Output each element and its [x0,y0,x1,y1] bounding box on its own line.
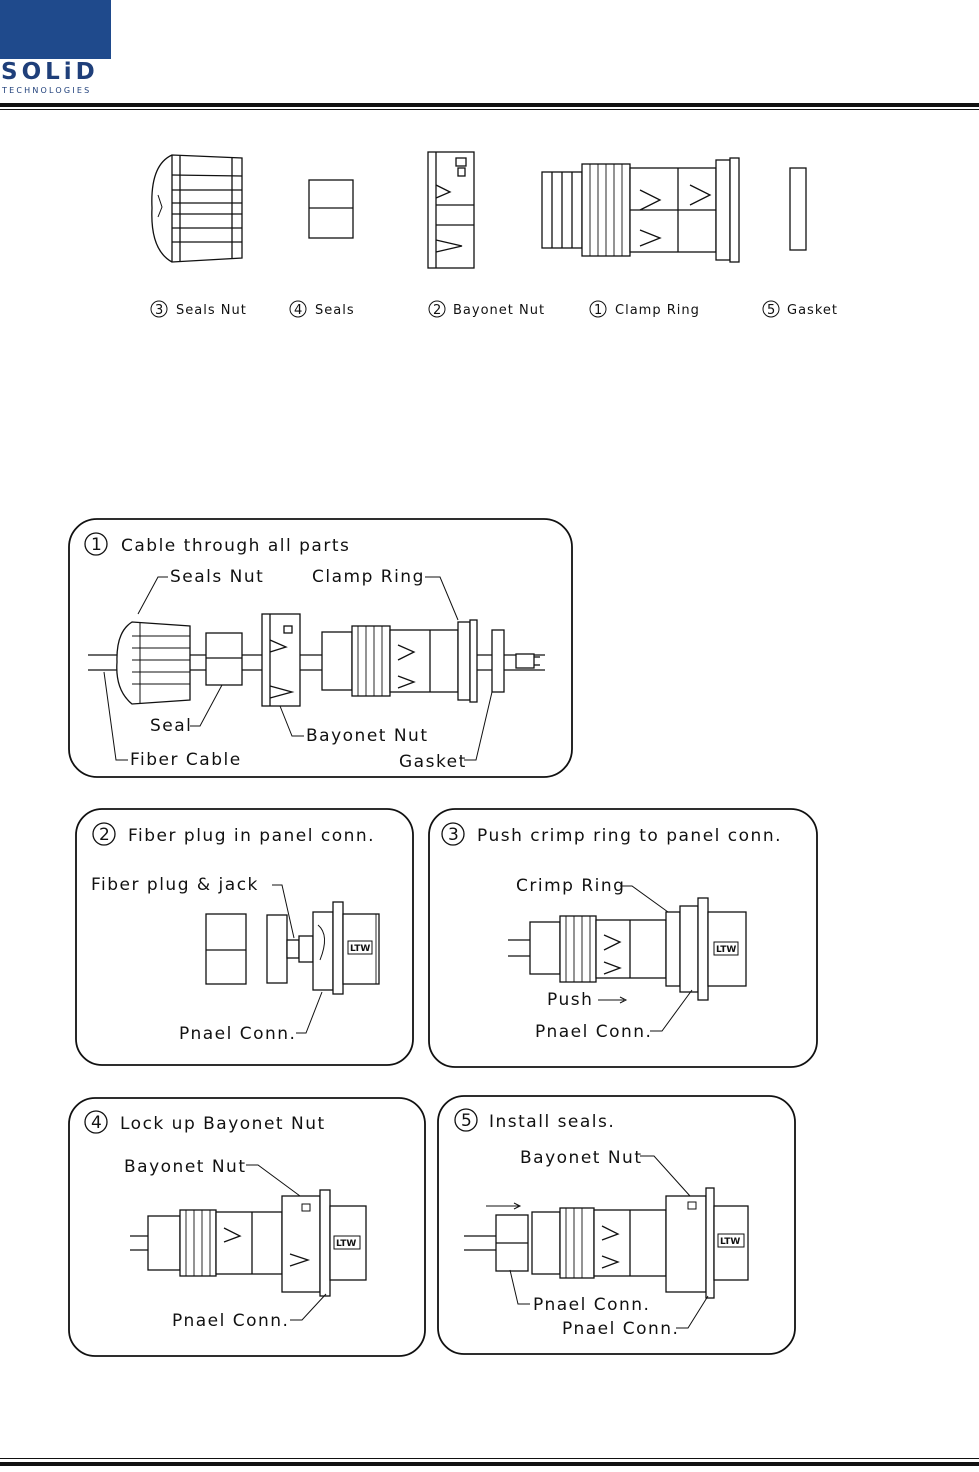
part-num: 2 [433,303,442,318]
step-title: Push crimp ring to panel conn. [477,826,782,846]
logo-subtext: TECHNOLOGIES [2,86,92,95]
part-gasket [789,167,807,251]
step-5-panel [437,1095,796,1355]
part-num: 5 [767,303,776,318]
footer-rule-thick [0,1462,979,1466]
parts-row [151,151,807,269]
callout-seals-nut: Seals Nut [170,567,264,587]
callout-bayonet-nut: Bayonet Nut [520,1148,643,1168]
connector-mark: LTW [336,1239,356,1249]
callout-panel-conn: Pnael Conn. [562,1319,679,1339]
callout-panel-conn: Pnael Conn. [179,1024,296,1044]
part-num: 1 [594,303,603,318]
step-title: Install seals. [489,1112,615,1132]
step-title: Fiber plug in panel conn. [128,826,375,846]
callout-clamp-ring: Clamp Ring [312,567,425,587]
header-rule-thick [0,103,979,107]
connector-mark: LTW [716,945,736,955]
step-num: 4 [91,1113,103,1133]
callout-panel-conn: Pnael Conn. [533,1295,650,1315]
callout-fiber-cable: Fiber Cable [130,750,242,770]
callout-gasket: Gasket [399,752,467,772]
header-rule-thin [0,109,979,110]
connector-mark: LTW [350,944,370,954]
callout-panel-conn: Pnael Conn. [172,1311,289,1331]
part-label: Gasket [787,303,838,318]
part-num: 4 [294,303,303,318]
callout-fiber-plug: Fiber plug & jack [91,875,259,895]
step-num: 2 [99,825,111,845]
logo-mark [0,0,111,59]
company-logo: SOLiD TECHNOLOGIES [0,0,111,96]
step-3-panel [428,808,818,1068]
logo-text: SOLiD [1,59,99,85]
part-seals-nut [151,154,243,263]
step-title: Lock up Bayonet Nut [120,1114,326,1134]
step-title: Cable through all parts [121,536,350,556]
step-num: 5 [461,1111,473,1131]
callout-bayonet-nut: Bayonet Nut [306,726,429,746]
callout-push: Push [547,990,593,1010]
step-num: 1 [91,535,103,555]
callout-panel-conn: Pnael Conn. [535,1022,652,1042]
part-label: Seals Nut [176,303,247,318]
part-label: Bayonet Nut [453,303,545,318]
footer-rule-thin [0,1458,979,1459]
part-labels [150,300,780,318]
part-clamp-ring [541,157,740,263]
part-label: Clamp Ring [615,303,700,318]
callout-crimp-ring: Crimp Ring [516,876,625,896]
part-label: Seals [315,303,355,318]
part-bayonet-nut [427,151,475,269]
callout-bayonet-nut: Bayonet Nut [124,1157,247,1177]
connector-mark: LTW [720,1237,740,1247]
part-num: 3 [155,303,164,318]
step-4-panel [68,1097,426,1357]
step-2-panel [75,808,414,1066]
step-1-panel [68,518,573,778]
part-seals [308,179,354,239]
step-num: 3 [448,825,460,845]
callout-seal: Seal [150,716,192,736]
